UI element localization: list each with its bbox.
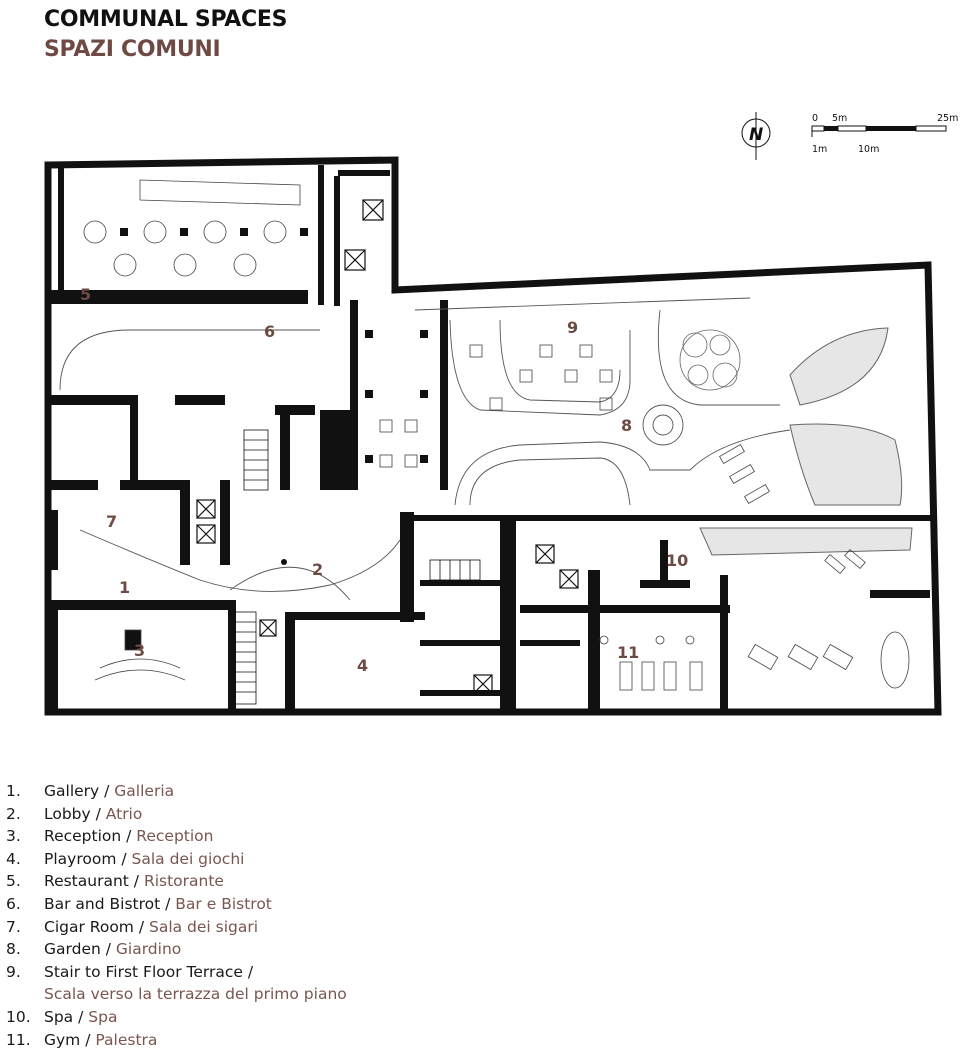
- terrace-tables: [379, 344, 613, 468]
- legend-num: 9.: [6, 962, 21, 981]
- legend-en: Spa: [44, 1007, 74, 1026]
- legend-num: 3.: [6, 827, 21, 846]
- room-labels: 1 2 3 4 5 6 7 8 9 10 11: [80, 285, 688, 675]
- legend-en: Gallery: [44, 782, 100, 800]
- floor-plan: N 0 5m 25m 1m 10m: [44, 112, 958, 716]
- compass-label: N: [749, 125, 763, 145]
- legend-item: 11. Gym / Palestra: [6, 1029, 347, 1052]
- spa-loungers: [719, 443, 910, 689]
- room-label-10: 10: [666, 551, 688, 570]
- legend-num: 1.: [6, 782, 21, 800]
- legend-it: Palestra: [95, 1030, 158, 1049]
- legend: 1. Gallery / Galleria 2. Lobby / Atrio 3…: [6, 780, 347, 1051]
- legend-it: Ristorante: [143, 872, 224, 891]
- legend-num: 7.: [6, 917, 21, 936]
- legend-sep: /: [128, 872, 144, 891]
- legend-num: 4.: [6, 849, 21, 868]
- legend-en: Bar and Bistrot: [44, 894, 161, 913]
- legend-sep: /: [133, 917, 149, 936]
- garden-paths: [59, 297, 791, 601]
- legend-en: Garden: [44, 940, 101, 959]
- legend-num: 10.: [6, 1007, 31, 1026]
- legend-sep: /: [116, 849, 132, 868]
- scale-bar: 0 5m 25m 1m 10m: [811, 113, 958, 155]
- legend-item: 4. Playroom / Sala dei giochi: [6, 848, 347, 871]
- north-arrow-icon: N: [741, 112, 771, 160]
- legend-item: 3. Reception / Reception: [6, 825, 347, 848]
- restaurant-tables: [83, 179, 301, 277]
- legend-item-continued: Scala verso la terrazza del primo piano: [6, 983, 347, 1006]
- legend-en: Cigar Room: [44, 917, 134, 936]
- legend-item: 2. Lobby / Atrio: [6, 803, 347, 826]
- page-subtitle: SPAZI COMUNI: [44, 37, 221, 62]
- room-label-1: 1: [119, 578, 130, 597]
- legend-item: 5. Restaurant / Ristorante: [6, 870, 347, 893]
- room-label-4: 4: [357, 656, 368, 675]
- room-label-5: 5: [80, 285, 91, 304]
- garden-hatch: [699, 327, 913, 556]
- elevators: [196, 199, 579, 694]
- room-label-3: 3: [134, 641, 145, 660]
- legend-item: 9. Stair to First Floor Terrace /: [6, 961, 347, 984]
- legend-item: 7. Cigar Room / Sala dei sigari: [6, 916, 347, 939]
- stairs: [231, 429, 481, 705]
- legend-sep: /: [242, 962, 254, 981]
- scale-label-25m: 25m: [937, 113, 958, 124]
- legend-num: 11.: [6, 1030, 31, 1049]
- legend-sep: /: [100, 940, 116, 959]
- legend-en: Reception: [44, 827, 122, 846]
- legend-sep: /: [160, 894, 176, 913]
- legend-en: Restaurant: [44, 872, 129, 891]
- pillars: [120, 228, 428, 565]
- legend-sep: /: [121, 827, 137, 846]
- legend-num: 6.: [6, 894, 21, 913]
- room-label-2: 2: [312, 560, 323, 579]
- legend-item: 8. Garden / Giardino: [6, 938, 347, 961]
- legend-item: 6. Bar and Bistrot / Bar e Bistrot: [6, 893, 347, 916]
- room-label-8: 8: [621, 416, 632, 435]
- legend-it: Sala dei sigari: [148, 917, 259, 936]
- legend-it: Galleria: [114, 782, 175, 800]
- scale-label-5m: 5m: [832, 113, 847, 124]
- room-label-7: 7: [106, 512, 117, 531]
- gym-equipment: [599, 635, 703, 691]
- page-title: COMMUNAL SPACES: [44, 7, 288, 32]
- legend-sep: /: [73, 1007, 89, 1026]
- outer-walls: [44, 156, 942, 716]
- legend-num-spacer: [6, 983, 44, 1006]
- room-label-9: 9: [567, 318, 578, 337]
- reception-desk: [94, 629, 186, 681]
- legend-sep: /: [99, 782, 115, 800]
- legend-num: 2.: [6, 804, 21, 823]
- legend-en: Stair to First Floor Terrace: [44, 962, 243, 981]
- legend-it: Sala dei giochi: [131, 849, 245, 868]
- legend-en: Playroom: [44, 849, 117, 868]
- interior-walls: [48, 165, 934, 712]
- tree-icon: [679, 329, 741, 391]
- legend-it: Giardino: [115, 940, 182, 959]
- scale-label-1m: 1m: [812, 144, 827, 155]
- legend-it: Atrio: [105, 804, 143, 823]
- legend-item: 10. Spa / Spa: [6, 1006, 347, 1029]
- legend-en: Lobby: [44, 804, 91, 823]
- room-label-11: 11: [617, 643, 639, 662]
- legend-sep: /: [90, 804, 106, 823]
- legend-it: Reception: [136, 827, 214, 846]
- legend-num: 8.: [6, 940, 21, 959]
- legend-it: Bar e Bistrot: [175, 894, 272, 913]
- scale-label-0: 0: [812, 113, 818, 124]
- room-label-6: 6: [264, 322, 275, 341]
- legend-num: 5.: [6, 872, 21, 891]
- legend-sep: /: [80, 1030, 96, 1049]
- legend-en: Gym: [44, 1030, 81, 1049]
- legend-it: Spa: [88, 1007, 118, 1026]
- legend-it: Scala verso la terrazza del primo piano: [44, 985, 347, 1004]
- legend-item: 1. Gallery / Galleria: [6, 780, 347, 803]
- scale-label-10m: 10m: [858, 144, 879, 155]
